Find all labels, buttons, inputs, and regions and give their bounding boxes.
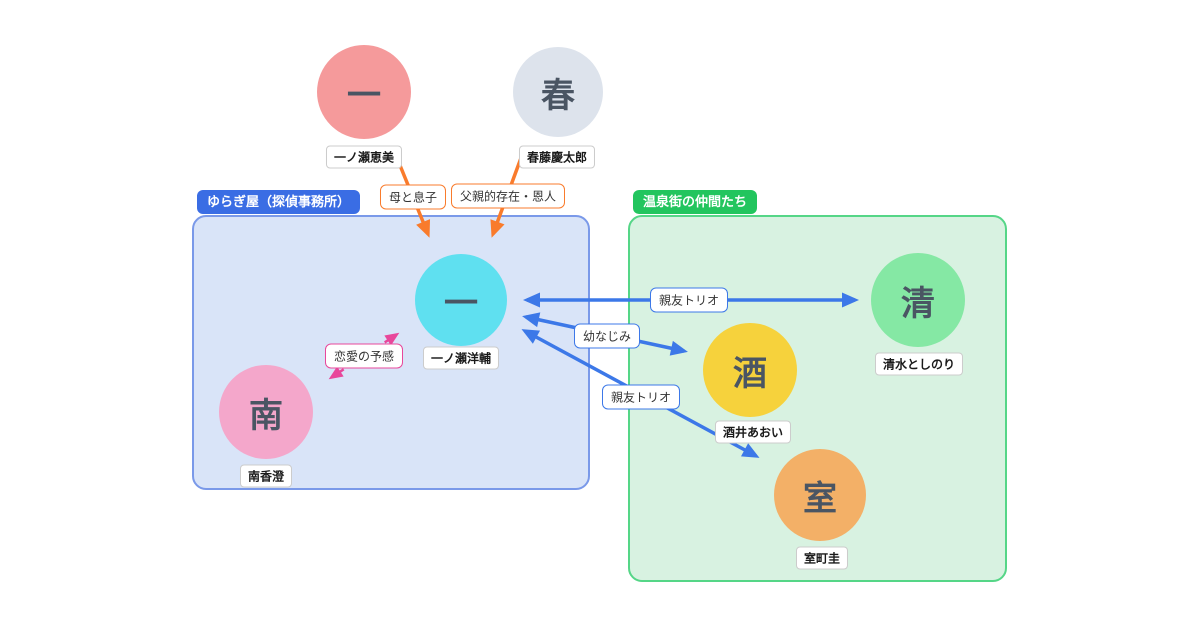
node-label-minami-kasumi: 南香澄 [239,464,293,488]
node-label-ichinose-emi: 一ノ瀬恵美 [325,145,403,169]
node-char: 一 [444,284,478,323]
node-char: 南 [249,396,283,435]
node-label-muromachi-kei: 室町圭 [795,546,849,570]
node-circle-minami-kasumi: 南 [219,365,313,459]
node-char: 室 [803,479,837,518]
node-circle-ichinose-emi: 一 [317,45,411,139]
node-label-sakai-aoi: 酒井あおい [714,420,792,444]
node-char: 一 [347,76,381,115]
edge-label-romance: 恋愛の予感 [324,343,404,369]
node-label-shimizu-toshinori: 清水としのり [874,352,964,376]
node-char: 清 [901,284,935,323]
node-circle-ichinose-yosuke: 一 [415,254,507,346]
node-label-harufuji-keitaro: 春藤慶太郎 [518,145,596,169]
group-onsen-title: 温泉街の仲間たち [633,190,758,214]
node-char: 春 [541,76,575,115]
node-circle-harufuji-keitaro: 春 [513,47,603,137]
edge-label-childhood-friend: 幼なじみ [573,323,641,349]
node-circle-shimizu-toshinori: 清 [871,253,965,347]
node-circle-muromachi-kei: 室 [774,449,866,541]
edge-label-father-figure: 父親的存在・恩人 [450,183,566,209]
group-yuragiya-title: ゆらぎ屋（探偵事務所） [197,190,361,214]
node-label-ichinose-yosuke: 一ノ瀬洋輔 [422,346,500,370]
edge-label-mother-son: 母と息子 [379,184,447,210]
edge-label-trio-top: 親友トリオ [649,287,729,313]
edge-label-trio-bottom: 親友トリオ [601,384,681,410]
